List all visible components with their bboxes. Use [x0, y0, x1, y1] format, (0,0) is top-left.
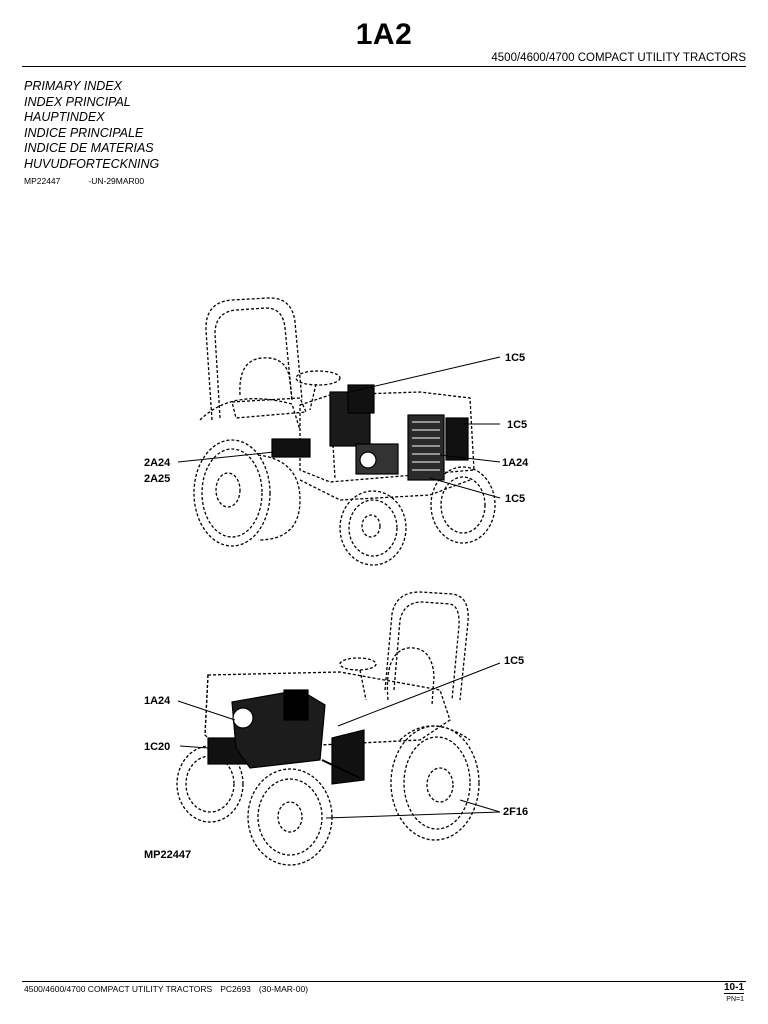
figure-code: -UN-29MAR00 — [88, 176, 145, 186]
footer-pn: PN=1 — [726, 996, 744, 1003]
figure-label: MP22447 — [144, 849, 191, 861]
index-title-swedish: HUVUDFORTECKNING — [24, 156, 160, 171]
figure-reference: MP22447 -UN-29MAR00 — [24, 176, 144, 186]
callout-1a24-bottom: 1A24 — [144, 695, 171, 707]
callout-1c5-d: 1C5 — [504, 655, 524, 667]
index-title-english: PRIMARY INDEX — [24, 79, 122, 93]
header-rule — [22, 66, 746, 67]
footer-rule — [22, 981, 746, 982]
page-code: 1A2 — [355, 18, 413, 51]
callout-1c5-c: 1C5 — [505, 493, 525, 505]
footer-title: 4500/4600/4700 COMPACT UTILITY TRACTORS — [24, 984, 213, 994]
callout-2a25: 2A25 — [144, 473, 170, 485]
index-title-german: HAUPTINDEX — [24, 110, 105, 124]
bottom-component-drawing — [207, 689, 365, 785]
footer-doc-number: PC2693 — [220, 984, 251, 994]
bottom-leader-lines — [177, 662, 501, 819]
index-title-italian: INDICE PRINCIPALE — [24, 125, 144, 140]
callout-1a24-top: 1A24 — [502, 457, 529, 469]
callout-1c5-b: 1C5 — [507, 419, 527, 431]
index-title-spanish: INDICE DE MATERIAS — [24, 141, 154, 155]
header-title: 4500/4600/4700 COMPACT UTILITY TRACTORS — [491, 52, 746, 64]
top-leader-lines — [177, 356, 501, 499]
callout-2a24: 2A24 — [144, 457, 171, 469]
top-component-drawing — [271, 384, 469, 481]
bottom-tractor-drawing — [176, 591, 480, 866]
index-title-french: INDEX PRINCIPAL — [24, 94, 131, 109]
callout-1c20: 1C20 — [144, 741, 170, 753]
top-tractor-drawing — [193, 297, 496, 566]
footer-page-number: 10-1 — [723, 982, 744, 994]
callout-1c5-a: 1C5 — [505, 352, 525, 364]
footer-info: 4500/4600/4700 COMPACT UTILITY TRACTORS P… — [24, 984, 308, 994]
footer-date: (30-MAR-00) — [258, 984, 309, 994]
figure-number: MP22447 — [24, 176, 61, 186]
callout-2f16: 2F16 — [503, 806, 528, 818]
index-title-list: PRIMARY INDEX INDEX PRINCIPAL HAUPTINDEX… — [24, 79, 159, 172]
